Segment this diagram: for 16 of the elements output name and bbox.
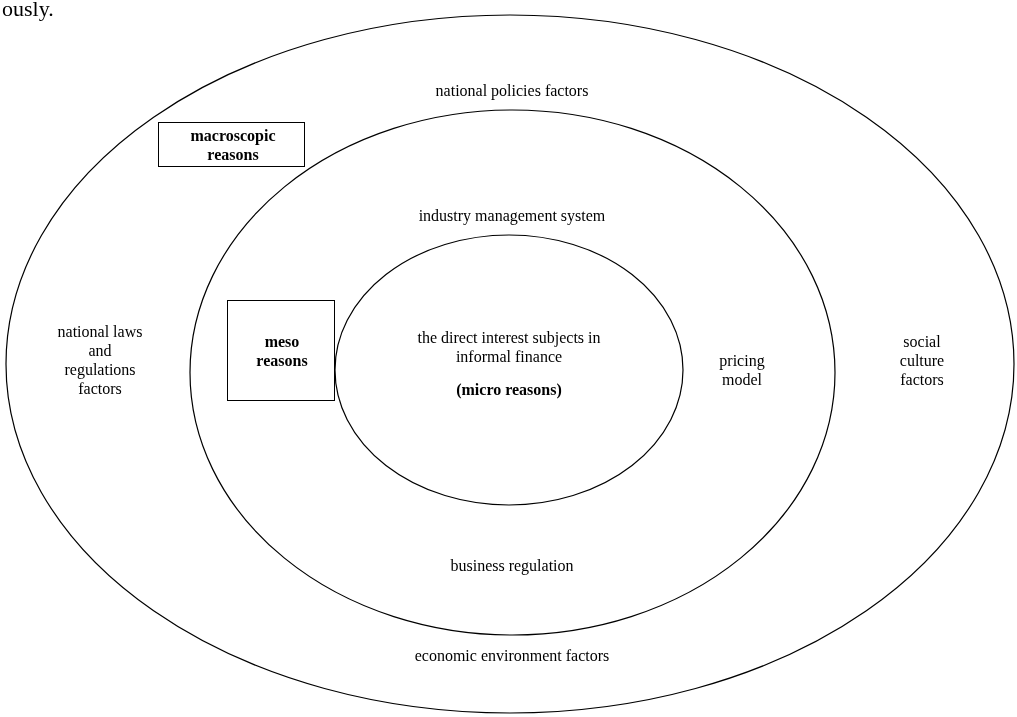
node-text: business regulation [449, 555, 575, 575]
label-box [227, 300, 335, 401]
node-text: (micro reasons) [455, 379, 563, 399]
inner-ellipse [335, 235, 683, 505]
node-text: national laws and regulations factors [56, 322, 144, 398]
node-text: pricing model [718, 351, 766, 389]
node-text: national policies factors [434, 80, 590, 100]
node-text: social culture factors [898, 331, 946, 389]
node-text: meso reasons [255, 332, 309, 370]
node-text: the direct interest subjects in informal finance [416, 328, 602, 366]
text-fragment: ously. [2, 0, 54, 21]
node-text: economic environment factors [413, 645, 611, 665]
node-text: macroscopic reasons [189, 126, 277, 164]
middle-ellipse [190, 110, 835, 635]
node-text: industry management system [417, 205, 607, 225]
label-box [158, 122, 305, 167]
